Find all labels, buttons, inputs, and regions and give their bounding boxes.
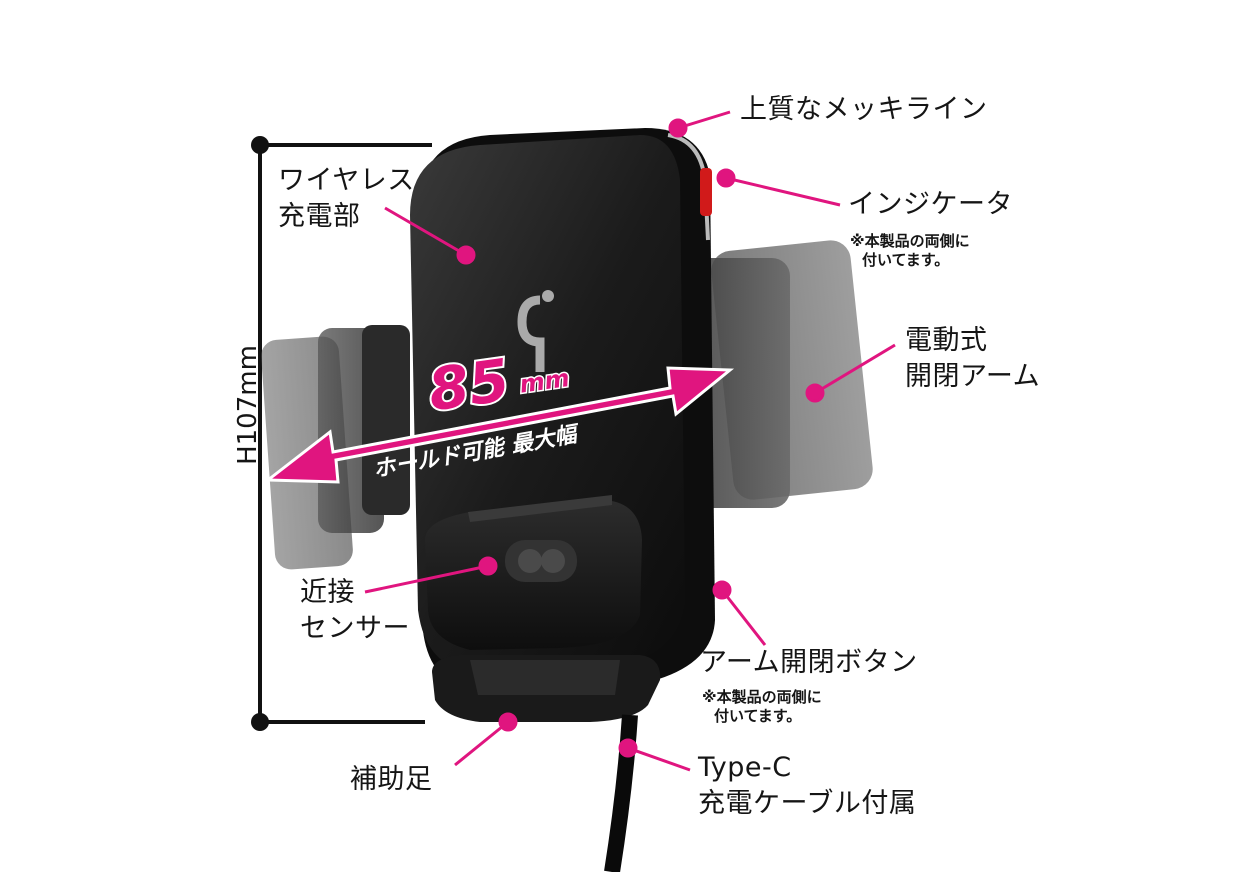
type-c-cable-label: Type-C 充電ケーブル付属	[698, 752, 917, 819]
indicator-note: ※本製品の両側に 付いてます。	[850, 232, 970, 269]
height-label: H107mm	[233, 345, 263, 465]
height-dimension-line	[251, 136, 432, 731]
support-foot-label: 補助足	[350, 764, 433, 795]
indicator-label: インジケータ	[848, 189, 1013, 220]
plating-line-label: 上質なメッキライン	[740, 94, 988, 125]
leader-lines	[364, 110, 896, 772]
arm-button-note: ※本製品の両側に 付いてます。	[702, 688, 822, 725]
qi-logo-icon	[517, 290, 554, 372]
support-foot	[432, 655, 661, 722]
width-value: 85	[424, 346, 513, 425]
arm-button-label: アーム開閉ボタン	[700, 647, 918, 678]
wireless-charger-label: ワイヤレス 充電部	[278, 165, 415, 232]
width-arrow	[263, 366, 735, 484]
electric-arm-label: 電動式 開閉アーム	[905, 325, 1041, 392]
proximity-sensor-label: 近接 センサー	[300, 577, 410, 644]
type-c-cable	[604, 714, 638, 872]
